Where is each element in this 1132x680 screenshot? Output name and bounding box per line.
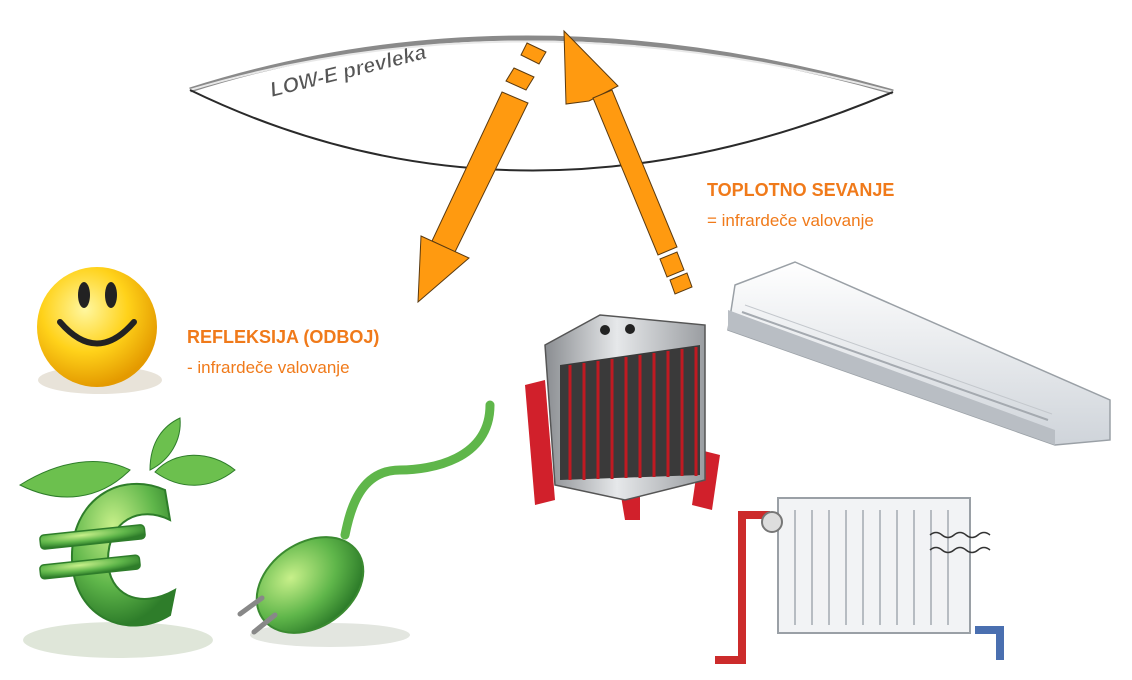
fan-heater-icon <box>525 314 720 520</box>
low-e-glass <box>189 35 894 172</box>
radiation-title: TOPLOTNO SEVANJE <box>707 180 895 200</box>
reflection-title: REFLEKSIJA (ODBOJ) <box>187 327 380 347</box>
reflection-label: REFLEKSIJA (ODBOJ) - infrardeče valovanj… <box>187 327 379 378</box>
reflection-subtitle: - infrardeče valovanje <box>187 358 350 377</box>
green-plug-icon <box>237 400 495 647</box>
radiation-subtitle: = infrardeče valovanje <box>707 211 874 230</box>
radiation-label: TOPLOTNO SEVANJE = infrardeče valovanje <box>707 180 894 231</box>
reflection-arrow <box>417 42 547 304</box>
ceiling-panel-heater-icon <box>727 261 1111 446</box>
radiator-icon <box>715 497 1012 664</box>
euro-leaf-icon <box>18 417 236 658</box>
smiley-icon <box>37 267 162 394</box>
radiation-arrow <box>563 29 693 295</box>
